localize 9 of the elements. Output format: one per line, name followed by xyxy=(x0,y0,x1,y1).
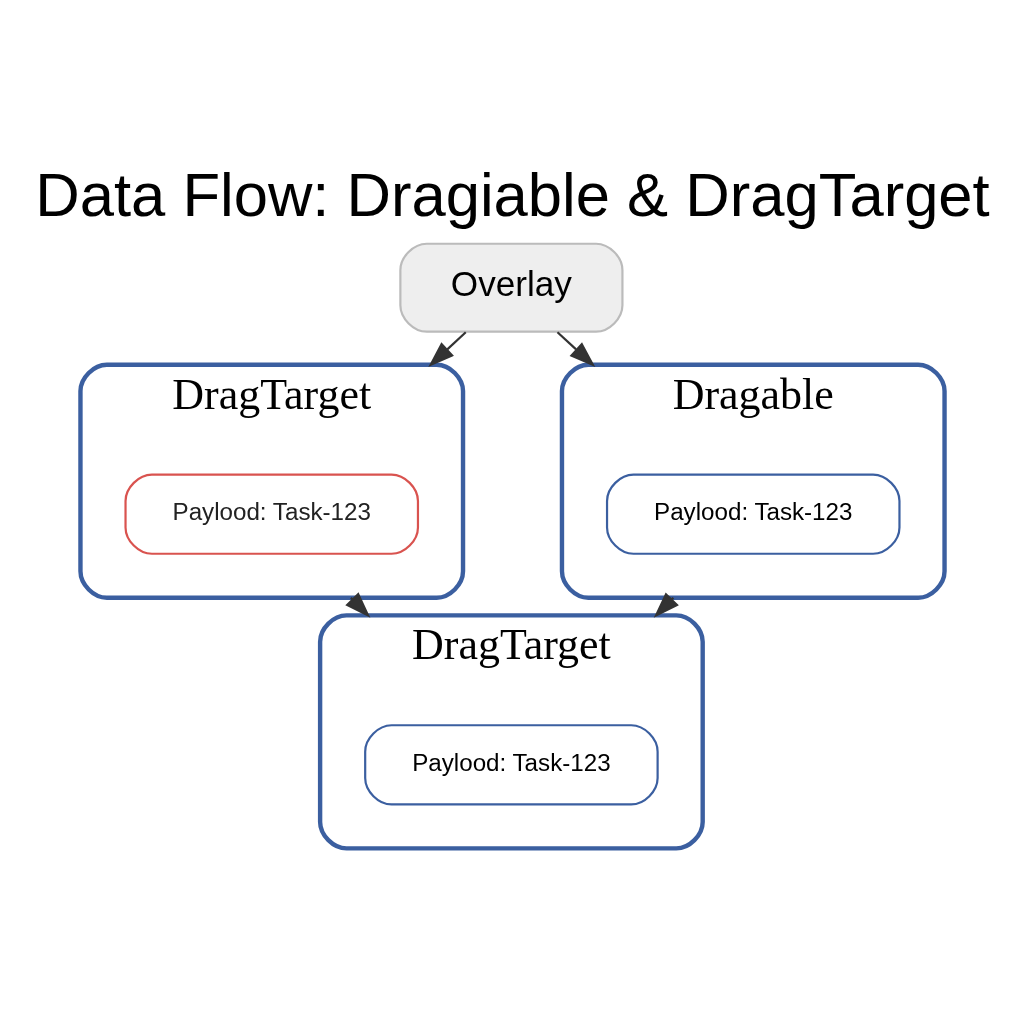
diagram-title: Data Flow: Dragiable & DragTarget xyxy=(34,160,990,230)
arrow xyxy=(344,592,370,618)
arrow xyxy=(653,592,679,618)
node-box: Overlay xyxy=(398,242,624,333)
node-box: Paylood: Task-123 xyxy=(363,724,659,806)
node-box: Paylood: Task-123 xyxy=(605,473,901,555)
arrow xyxy=(427,331,466,367)
arrow xyxy=(556,331,595,367)
node-box: Paylood: Task-123 xyxy=(123,473,419,555)
